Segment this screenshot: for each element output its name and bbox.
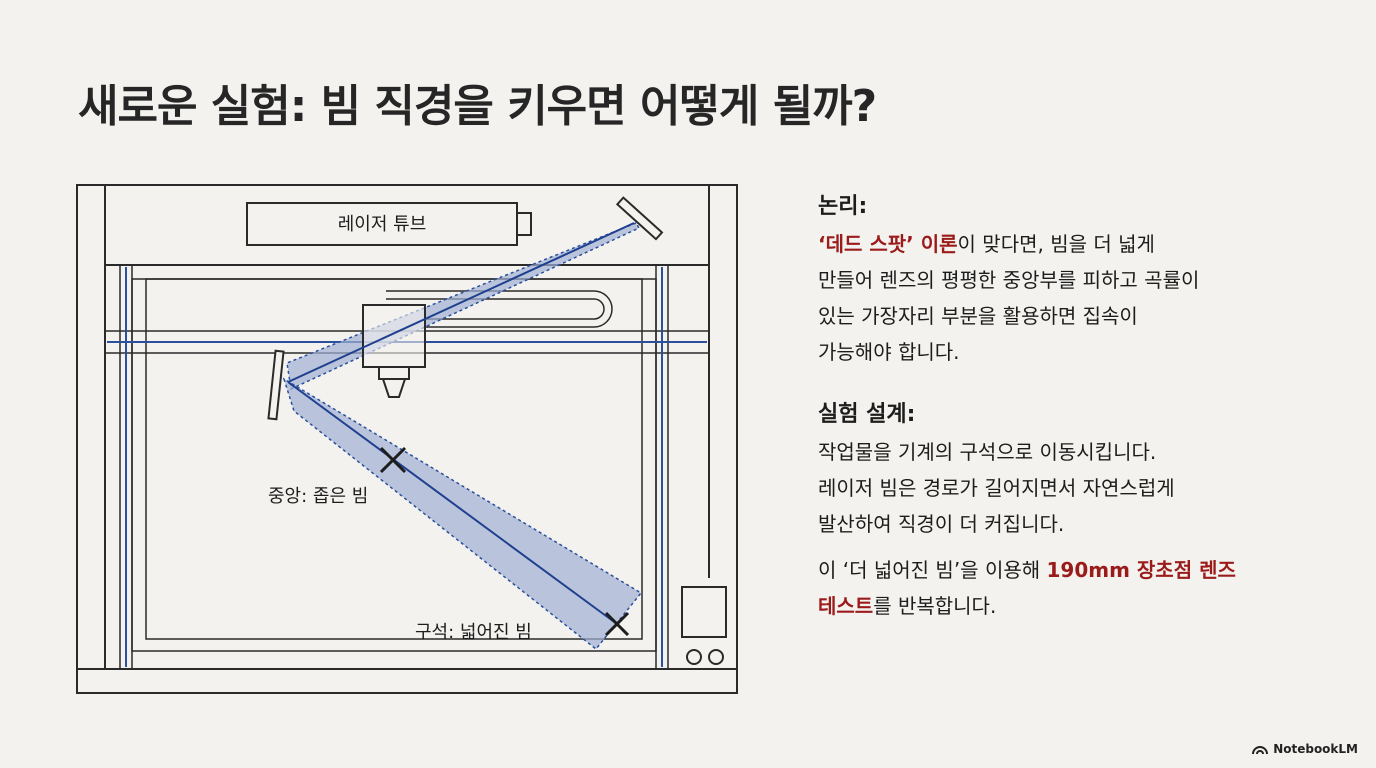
design-line-4-start: 이 ‘더 넓어진 빔’을 이용해 — [818, 558, 1047, 582]
center-focus-marker — [379, 446, 407, 474]
test-highlight: 테스트 — [818, 594, 874, 618]
laser-machine-diagram: 레이저 튜브 중앙: 좁은 빔 구석: 넓어진 빔 — [76, 183, 740, 695]
design-line-2: 레이저 빔은 경로가 길어지면서 자연스럽게 — [818, 476, 1175, 500]
dead-spot-theory-highlight: ‘데드 스팟’ 이론 — [818, 232, 958, 256]
logic-line-3: 있는 가장자리 부분을 활용하면 집속이 — [818, 304, 1138, 328]
logic-line-2: 만들어 렌즈의 평평한 중앙부를 피하고 곡률이 — [818, 268, 1200, 292]
beam-path — [287, 222, 635, 625]
design-line-5-rest: 를 반복합니다. — [873, 594, 997, 618]
mirror-top-right — [615, 196, 664, 241]
design-heading: 실험 설계: — [818, 402, 916, 427]
notebooklm-watermark: NotebookLM — [1252, 742, 1358, 756]
logic-line-1-rest: 이 맞다면, 빔을 더 넓게 — [957, 232, 1155, 256]
logic-line-4: 가능해야 합니다. — [818, 340, 960, 364]
laser-tube-label: 레이저 튜브 — [338, 214, 427, 235]
center-label: 중앙: 좁은 빔 — [268, 486, 368, 507]
notebooklm-logo-icon — [1252, 745, 1269, 754]
lens-test-highlight: 190mm 장초점 렌즈 — [1046, 558, 1236, 582]
beam-cone-upper — [286, 222, 641, 391]
brand-label: NotebookLM — [1273, 742, 1358, 756]
corner-focus-marker — [604, 611, 630, 637]
laser-head — [362, 304, 426, 398]
explanation-panel: 논리: ‘데드 스팟’ 이론이 맞다면, 빔을 더 넓게 만들어 렌즈의 평평한… — [818, 192, 1338, 624]
corner-label: 구석: 넓어진 빔 — [415, 622, 532, 643]
control-panel — [681, 586, 727, 665]
logic-heading: 논리: — [818, 194, 868, 219]
design-line-5: 테스트를 반복합니다. — [818, 588, 1338, 624]
machine-frame — [76, 184, 738, 694]
mirror-left — [267, 349, 285, 421]
logic-line-1: ‘데드 스팟’ 이론이 맞다면, 빔을 더 넓게 — [818, 226, 1338, 262]
design-line-1: 작업물을 기계의 구석으로 이동시킵니다. — [818, 440, 1157, 464]
design-line-4: 이 ‘더 넓어진 빔’을 이용해 190mm 장초점 렌즈 — [818, 552, 1338, 588]
page-title: 새로운 실험: 빔 직경을 키우면 어떻게 될까? — [78, 81, 877, 132]
laser-tube: 레이저 튜브 — [246, 202, 532, 246]
beam-cone-lower — [282, 377, 643, 651]
design-line-3: 발산하여 직경이 더 커집니다. — [818, 512, 1065, 536]
